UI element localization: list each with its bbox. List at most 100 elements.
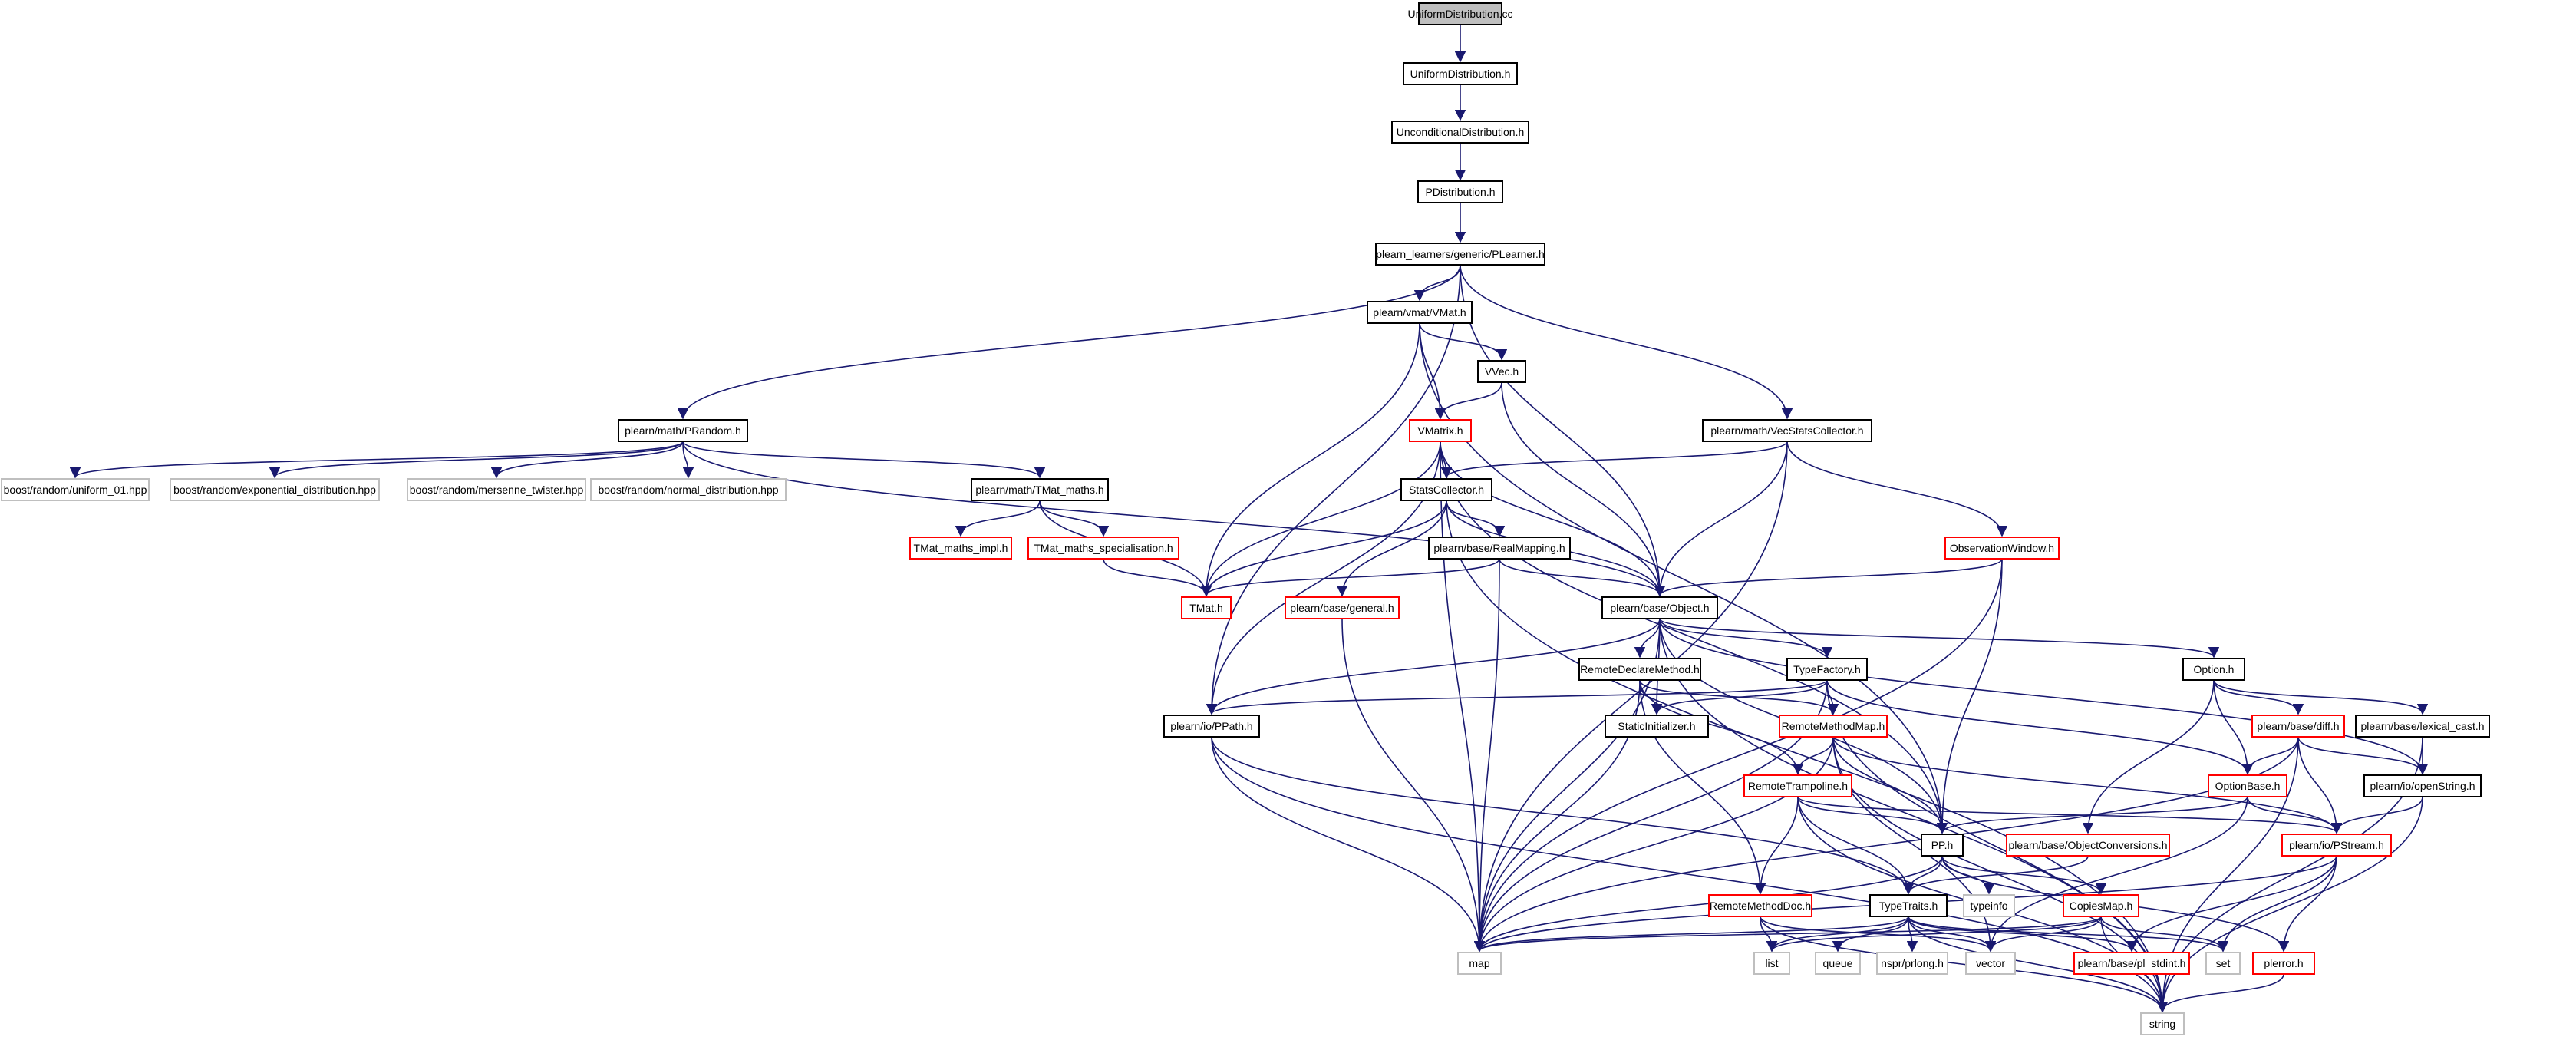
node-box[interactable] [2205, 952, 2241, 975]
node-queue[interactable]: queue [1815, 952, 1861, 975]
node-prandom-h[interactable]: plearn/math/PRandom.h [618, 419, 748, 442]
node-unconditional-h[interactable]: UnconditionalDistribution.h [1391, 121, 1529, 144]
node-box[interactable] [1403, 62, 1518, 85]
node-observation-h[interactable]: ObservationWindow.h [1944, 537, 2060, 560]
node-box[interactable] [2281, 834, 2392, 857]
node-box[interactable] [1417, 180, 1503, 203]
node-plerror-h[interactable]: plerror.h [2252, 952, 2315, 975]
node-typefactory-h[interactable]: TypeFactory.h [1786, 658, 1868, 681]
node-object-h[interactable]: plearn/base/Object.h [1601, 596, 1718, 619]
node-box[interactable] [1, 478, 150, 501]
node-tmat-h[interactable]: TMat.h [1181, 596, 1232, 619]
node-tmat-maths-h[interactable]: plearn/math/TMat_maths.h [971, 478, 1109, 501]
node-box[interactable] [1477, 360, 1526, 383]
node-uniformdist-cc[interactable]: UniformDistribution.cc [1408, 2, 1513, 25]
node-tmat-maths-spec[interactable]: TMat_maths_specialisation.h [1027, 537, 1179, 560]
node-staticinit-h[interactable]: StaticInitializer.h [1605, 715, 1709, 738]
node-remotetrampoline-h[interactable]: RemoteTrampoline.h [1743, 774, 1852, 797]
node-vmat-h[interactable]: plearn/vmat/VMat.h [1367, 301, 1473, 324]
node-box[interactable] [971, 478, 1109, 501]
node-box[interactable] [1708, 894, 1812, 917]
node-list[interactable]: list [1753, 952, 1790, 975]
node-box[interactable] [1786, 658, 1868, 681]
node-boost-normal[interactable]: boost/random/normal_distribution.hpp [590, 478, 787, 501]
node-string[interactable]: string [2140, 1012, 2185, 1035]
node-box[interactable] [1578, 658, 1701, 681]
node-pstream-h[interactable]: plearn/io/PStream.h [2281, 834, 2392, 857]
node-box[interactable] [1944, 537, 2060, 560]
node-box[interactable] [590, 478, 787, 501]
node-box[interactable] [1965, 952, 2016, 975]
node-box[interactable] [1428, 537, 1571, 560]
node-vmatrix-h[interactable]: VMatrix.h [1409, 419, 1472, 442]
node-general-h[interactable]: plearn/base/general.h [1285, 596, 1400, 619]
node-typetraits-h[interactable]: TypeTraits.h [1869, 894, 1948, 917]
node-box[interactable] [1457, 952, 1502, 975]
node-box[interactable] [2182, 658, 2245, 681]
node-map[interactable]: map [1457, 952, 1502, 975]
node-vecstats-h[interactable]: plearn/math/VecStatsCollector.h [1702, 419, 1872, 442]
node-vvec-h[interactable]: VVec.h [1477, 360, 1526, 383]
node-box[interactable] [1876, 952, 1948, 975]
node-box[interactable] [1753, 952, 1790, 975]
node-box[interactable] [1702, 419, 1872, 442]
node-nspr-h[interactable]: nspr/prlong.h [1876, 952, 1948, 975]
node-box[interactable] [2363, 774, 2482, 797]
node-box[interactable] [1418, 2, 1502, 25]
node-boost-exp[interactable]: boost/random/exponential_distribution.hp… [170, 478, 380, 501]
node-box[interactable] [170, 478, 380, 501]
node-box[interactable] [2073, 952, 2190, 975]
node-box[interactable] [407, 478, 586, 501]
node-set[interactable]: set [2205, 952, 2241, 975]
node-box[interactable] [909, 537, 1012, 560]
node-realmapping-h[interactable]: plearn/base/RealMapping.h [1428, 537, 1571, 560]
node-box[interactable] [1963, 894, 2015, 917]
node-box[interactable] [1285, 596, 1400, 619]
node-pp-h[interactable]: PP.h [1921, 834, 1964, 857]
node-box[interactable] [1779, 715, 1888, 738]
node-diff-h[interactable]: plearn/base/diff.h [2251, 715, 2345, 738]
node-box[interactable] [1869, 894, 1948, 917]
node-box[interactable] [2006, 834, 2170, 857]
node-objconv-h[interactable]: plearn/base/ObjectConversions.h [2006, 834, 2170, 857]
node-pl-stdint-h[interactable]: plearn/base/pl_stdint.h [2073, 952, 2190, 975]
node-box[interactable] [2251, 715, 2345, 738]
node-box[interactable] [1027, 537, 1179, 560]
node-lexicalcast-h[interactable]: plearn/base/lexical_cast.h [2355, 715, 2490, 738]
node-box[interactable] [1367, 301, 1473, 324]
node-copiesmap-h[interactable]: CopiesMap.h [2063, 894, 2139, 917]
node-box[interactable] [1605, 715, 1709, 738]
node-box[interactable] [618, 419, 748, 442]
node-remotemethoddoc-h[interactable]: RemoteMethodDoc.h [1708, 894, 1812, 917]
node-box[interactable] [2140, 1012, 2185, 1035]
node-box[interactable] [1601, 596, 1718, 619]
node-box[interactable] [2252, 952, 2315, 975]
node-box[interactable] [2063, 894, 2139, 917]
node-tmat-maths-impl[interactable]: TMat_maths_impl.h [909, 537, 1012, 560]
node-vector[interactable]: vector [1965, 952, 2016, 975]
node-remotemethodmap-h[interactable]: RemoteMethodMap.h [1779, 715, 1888, 738]
node-optionbase-h[interactable]: OptionBase.h [2208, 774, 2287, 797]
node-option-h[interactable]: Option.h [2182, 658, 2245, 681]
node-ppath-h[interactable]: plearn/io/PPath.h [1163, 715, 1260, 738]
node-pdistribution-h[interactable]: PDistribution.h [1417, 180, 1503, 203]
node-openstring-h[interactable]: plearn/io/openString.h [2363, 774, 2482, 797]
node-box[interactable] [1409, 419, 1472, 442]
node-box[interactable] [1391, 121, 1529, 144]
node-remotedeclare-h[interactable]: RemoteDeclareMethod.h [1578, 658, 1701, 681]
node-box[interactable] [1743, 774, 1852, 797]
node-statscollector-h[interactable]: StatsCollector.h [1400, 478, 1492, 501]
node-plearner-h[interactable]: plearn_learners/generic/PLearner.h [1375, 243, 1545, 266]
node-box[interactable] [1921, 834, 1964, 857]
node-box[interactable] [1815, 952, 1861, 975]
node-boost-uniform[interactable]: boost/random/uniform_01.hpp [1, 478, 150, 501]
node-uniformdist-h[interactable]: UniformDistribution.h [1403, 62, 1518, 85]
node-typeinfo[interactable]: typeinfo [1963, 894, 2015, 917]
node-box[interactable] [1181, 596, 1232, 619]
node-boost-mersenne[interactable]: boost/random/mersenne_twister.hpp [407, 478, 586, 501]
node-box[interactable] [2355, 715, 2490, 738]
node-box[interactable] [1400, 478, 1492, 501]
node-box[interactable] [1163, 715, 1260, 738]
node-box[interactable] [1375, 243, 1545, 266]
node-box[interactable] [2208, 774, 2287, 797]
